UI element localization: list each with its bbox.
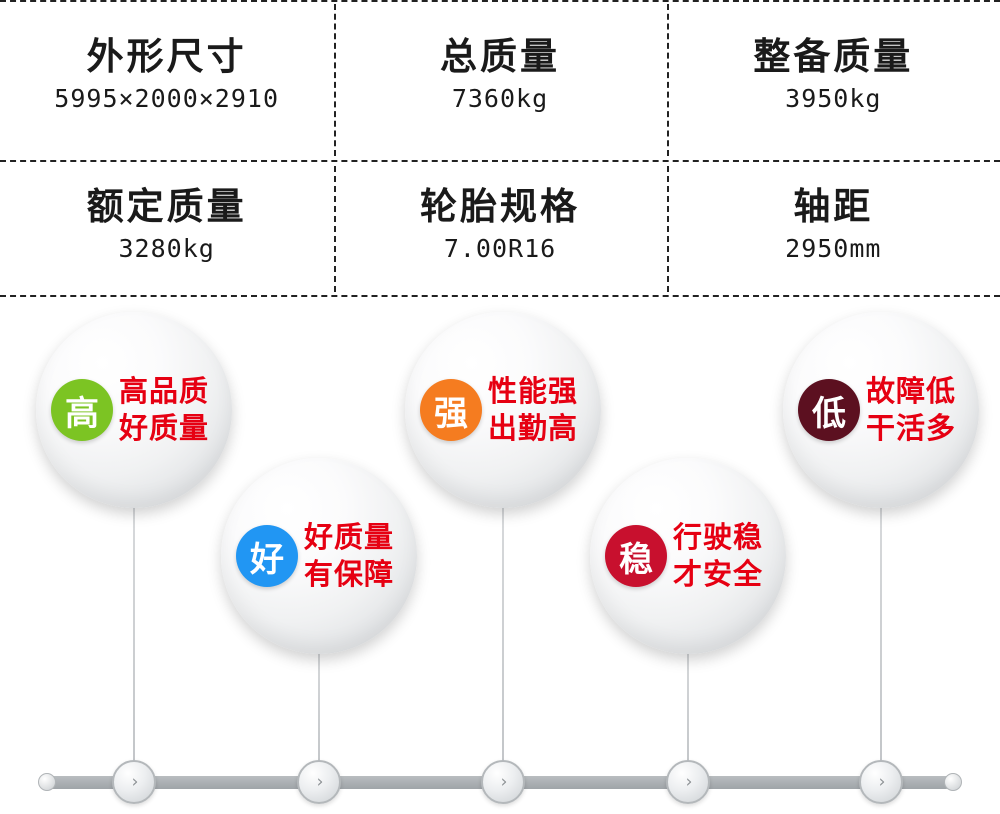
timeline-node-3[interactable]: › xyxy=(481,760,525,804)
spec-label: 整备质量 xyxy=(753,34,914,78)
balloon-text-line2: 干活多 xyxy=(865,411,956,445)
chevron-right-icon: › xyxy=(500,771,508,792)
table-divider-vertical-1a xyxy=(334,4,336,156)
balloon-badge: 低 xyxy=(797,379,860,441)
timeline-node-4[interactable]: › xyxy=(666,760,710,804)
balloon-badge: 稳 xyxy=(604,525,667,587)
spec-label: 轴距 xyxy=(793,184,874,228)
spec-cell-curb-weight: 整备质量 3950kg xyxy=(667,0,1000,150)
spec-cell-wheelbase: 轴距 2950mm xyxy=(667,150,1000,300)
spec-value: 2950mm xyxy=(785,234,882,264)
chevron-right-icon: › xyxy=(685,771,693,792)
spec-value: 5995×2000×2910 xyxy=(54,84,280,114)
feature-balloon-high-quality: 高 高品质 好质量 xyxy=(36,312,232,508)
table-divider-vertical-2b xyxy=(667,166,669,292)
table-divider-middle xyxy=(0,160,1000,162)
spec-label: 轮胎规格 xyxy=(419,184,580,228)
chevron-right-icon: › xyxy=(131,771,139,792)
spec-value: 7.00R16 xyxy=(443,234,557,264)
balloon-badge: 强 xyxy=(419,379,482,441)
balloon-text: 高品质 好质量 xyxy=(119,373,209,447)
balloon-stem-5 xyxy=(880,484,882,774)
table-divider-top xyxy=(0,0,1000,2)
spec-row: 额定质量 3280kg 轮胎规格 7.00R16 轴距 2950mm xyxy=(0,150,1000,300)
spec-label: 额定质量 xyxy=(86,184,247,228)
timeline-rail: › › › › › xyxy=(0,760,1000,806)
balloon-text: 行驶稳 才安全 xyxy=(673,519,763,593)
balloon-text: 好质量 有保障 xyxy=(304,519,394,593)
spec-value: 3950kg xyxy=(785,84,882,114)
spec-value: 3280kg xyxy=(118,234,215,264)
feature-balloon-good-quality: 好 好质量 有保障 xyxy=(221,458,417,654)
balloon-text-line1: 好质量 xyxy=(303,519,394,554)
spec-cell-tire-spec: 轮胎规格 7.00R16 xyxy=(333,150,666,300)
chevron-right-icon: › xyxy=(316,771,324,792)
spec-cell-dimensions: 外形尺寸 5995×2000×2910 xyxy=(0,0,333,150)
table-divider-bottom xyxy=(0,295,1000,297)
spec-cell-rated-weight: 额定质量 3280kg xyxy=(0,150,333,300)
timeline-node-5[interactable]: › xyxy=(859,760,903,804)
table-divider-vertical-1b xyxy=(334,166,336,292)
balloon-text-line1: 性能强 xyxy=(487,373,578,408)
timeline-end-cap-left xyxy=(38,773,56,791)
balloon-text-line1: 高品质 xyxy=(118,373,209,408)
balloon-text-line2: 才安全 xyxy=(672,557,763,591)
balloon-stem-2 xyxy=(318,630,320,774)
balloon-badge: 高 xyxy=(50,379,113,441)
spec-row: 外形尺寸 5995×2000×2910 总质量 7360kg 整备质量 3950… xyxy=(0,0,1000,150)
balloon-stem-1 xyxy=(133,484,135,774)
balloon-text-line1: 行驶稳 xyxy=(672,519,763,554)
feature-balloon-stable-driving: 稳 行驶稳 才安全 xyxy=(590,458,786,654)
specification-table: 外形尺寸 5995×2000×2910 总质量 7360kg 整备质量 3950… xyxy=(0,0,1000,300)
balloon-text-line2: 出勤高 xyxy=(487,411,578,445)
balloon-text-line1: 故障低 xyxy=(865,373,956,408)
spec-label: 外形尺寸 xyxy=(86,34,247,78)
table-divider-vertical-2a xyxy=(667,4,669,156)
timeline-node-2[interactable]: › xyxy=(297,760,341,804)
balloon-text: 故障低 干活多 xyxy=(866,373,956,447)
balloon-text-line2: 有保障 xyxy=(303,557,394,591)
balloon-stem-3 xyxy=(502,484,504,774)
balloon-badge: 好 xyxy=(235,525,298,587)
spec-value: 7360kg xyxy=(451,84,549,114)
balloon-text-line2: 好质量 xyxy=(118,411,209,445)
chevron-right-icon: › xyxy=(878,771,886,792)
feature-balloon-strong-performance: 强 性能强 出勤高 xyxy=(405,312,601,508)
feature-balloon-low-failure: 低 故障低 干活多 xyxy=(783,312,979,508)
timeline-end-cap-right xyxy=(944,773,962,791)
spec-label: 总质量 xyxy=(439,34,560,78)
feature-balloon-group: 高 高品质 好质量 好 好质量 有保障 强 性能强 出勤高 稳 xyxy=(0,300,1000,814)
spec-cell-gross-weight: 总质量 7360kg xyxy=(333,0,666,150)
timeline-node-1[interactable]: › xyxy=(112,760,156,804)
balloon-text: 性能强 出勤高 xyxy=(488,373,578,447)
balloon-stem-4 xyxy=(687,630,689,774)
